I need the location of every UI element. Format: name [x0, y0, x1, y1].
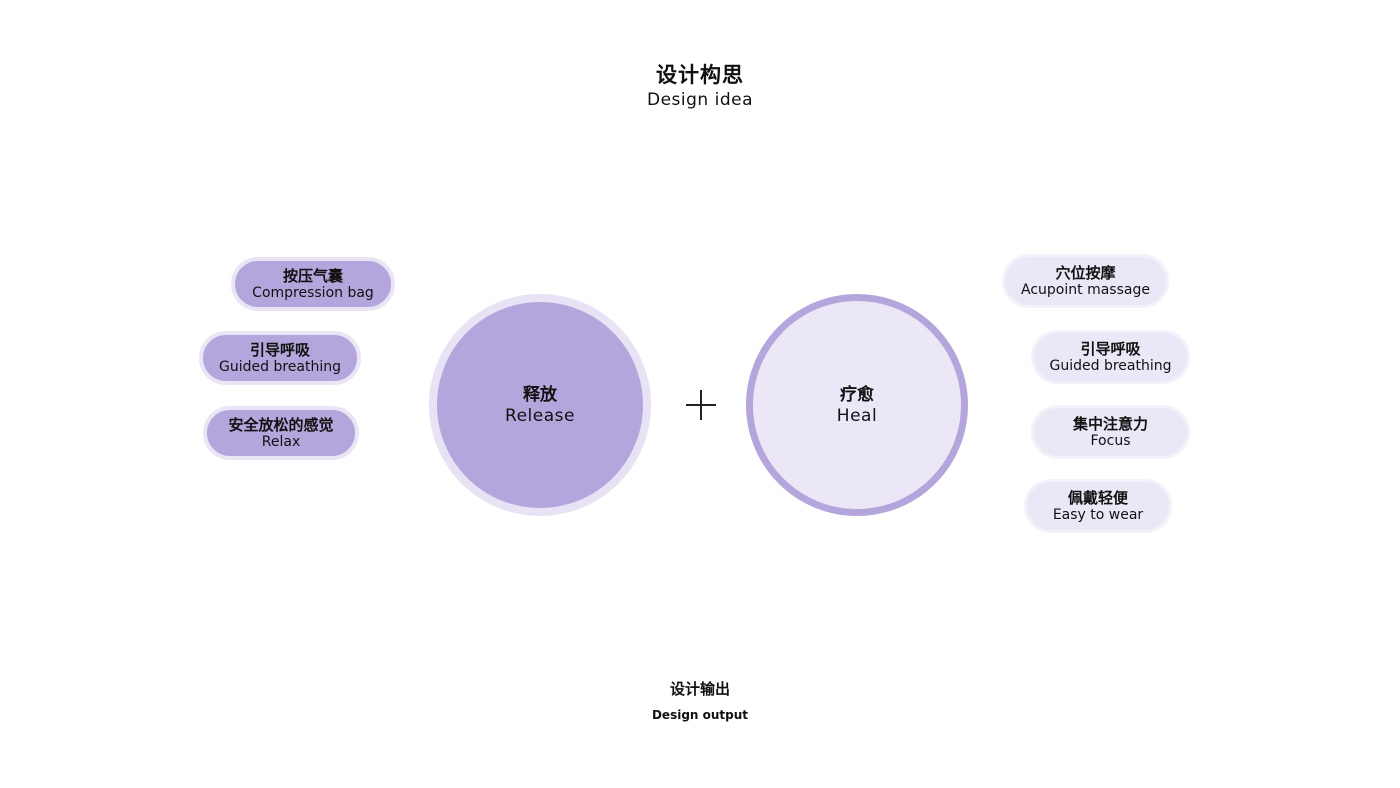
heal-item-label-en: Focus: [1090, 432, 1131, 449]
heal-item-label-zh: 佩戴轻便: [1067, 488, 1128, 507]
release-item-label-zh: 引导呼吸: [249, 340, 310, 359]
footer-title: 设计输出: [669, 680, 730, 698]
release-item-compression-bag: 按压气囊 Compression bag: [231, 257, 395, 311]
release-item-label-en: Relax: [261, 433, 301, 450]
heal-item-guided-breathing: 引导呼吸 Guided breathing: [1031, 330, 1190, 384]
heal-item-label-en: Easy to wear: [1052, 506, 1144, 523]
heal-item-easy-to-wear: 佩戴轻便 Easy to wear: [1024, 479, 1172, 533]
release-item-label-zh: 安全放松的感觉: [228, 415, 334, 434]
heal-label-en: Heal: [836, 405, 878, 426]
release-item-label-en: Compression bag: [252, 284, 374, 301]
plus-icon: [686, 390, 716, 420]
release-item-label-zh: 按压气囊: [282, 266, 343, 285]
page-header: 设计构思 Design idea: [0, 62, 1400, 111]
heal-item-label-zh: 引导呼吸: [1080, 339, 1141, 358]
page-footer: 设计输出 Design output: [0, 678, 1400, 723]
release-circle: 释放 Release: [429, 294, 651, 516]
footer-subtitle: Design output: [651, 708, 749, 722]
heal-item-label-zh: 集中注意力: [1072, 414, 1148, 433]
heal-item-label-en: Guided breathing: [1049, 357, 1172, 374]
release-item-guided-breathing: 引导呼吸 Guided breathing: [199, 331, 361, 385]
heal-item-focus: 集中注意力 Focus: [1031, 405, 1190, 459]
page-subtitle: Design idea: [647, 90, 753, 110]
heal-label-zh: 疗愈: [840, 384, 874, 405]
release-item-label-en: Guided breathing: [219, 358, 341, 375]
heal-item-acupoint-massage: 穴位按摩 Acupoint massage: [1002, 254, 1169, 308]
heal-item-label-zh: 穴位按摩: [1055, 263, 1116, 282]
heal-item-label-en: Acupoint massage: [1021, 281, 1150, 298]
page-title: 设计构思: [656, 63, 744, 87]
release-item-relax: 安全放松的感觉 Relax: [203, 406, 359, 460]
release-label-zh: 释放: [523, 384, 557, 405]
release-label-en: Release: [505, 405, 575, 426]
heal-circle: 疗愈 Heal: [746, 294, 968, 516]
